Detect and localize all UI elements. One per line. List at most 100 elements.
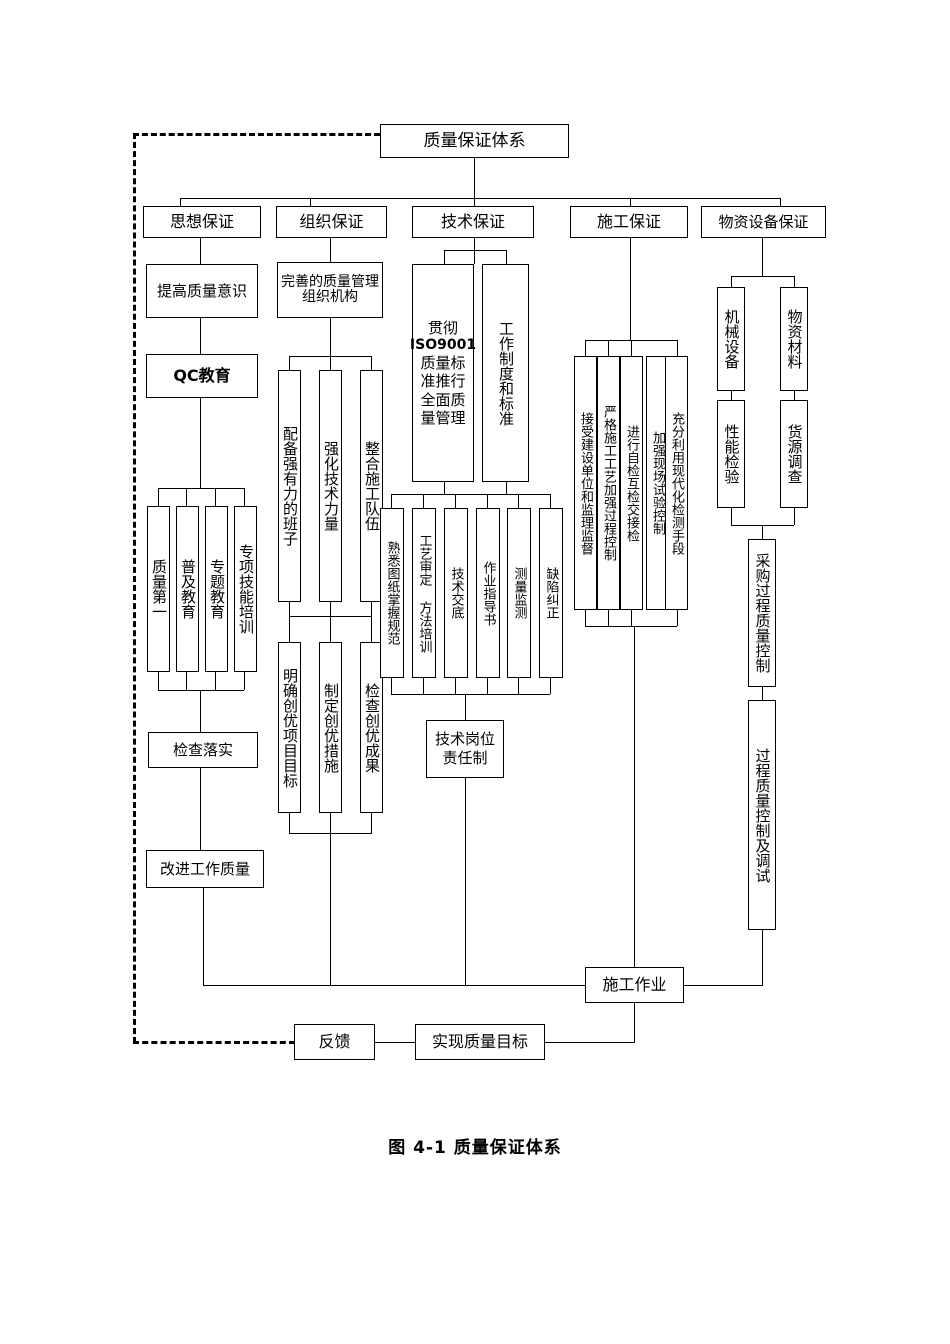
connector [391,694,550,695]
node-con-item-1[interactable]: 接受建设单位和监理监督 [574,356,597,610]
connector [371,813,372,833]
node-edu-item-3-label: 专题教育 [208,559,226,619]
node-check-implementation[interactable]: 检查落实 [148,732,258,768]
node-con-item-2[interactable]: 严格施工工艺加强过程控制 [597,356,620,610]
connector [203,888,204,985]
feedback-dashed-path [133,1041,295,1044]
connector [634,626,635,971]
node-improve-work-quality[interactable]: 改进工作质量 [146,850,264,888]
connector [158,488,244,489]
node-excellence-measure[interactable]: 制定创优措施 [319,642,342,813]
figure-caption: 图 4-1 质量保证体系 [388,1138,562,1158]
node-edu-item-2[interactable]: 普及教育 [176,506,199,672]
node-edu-item-4[interactable]: 专项技能培训 [234,506,257,672]
connector [631,340,632,356]
node-performance-test[interactable]: 性能检验 [717,400,745,508]
node-excellence-result[interactable]: 检查创优成果 [360,642,383,813]
connector [762,930,763,985]
connector [186,488,187,506]
node-excellence-measure-label: 制定创优措施 [322,682,340,773]
connector [200,398,201,488]
connector [158,690,244,691]
node-branch-technology[interactable]: 技术保证 [412,206,534,238]
connector [585,340,586,356]
connector [518,494,519,508]
connector [585,626,677,627]
node-org-item-3-label: 整合施工队伍 [363,441,381,531]
node-tech-item-1[interactable]: 熟悉图纸掌握规范 [380,508,404,678]
node-branch-ideology[interactable]: 思想保证 [143,206,261,238]
node-tech-item-5-label: 测量监测 [511,567,527,619]
node-quality-awareness[interactable]: 提高质量意识 [146,264,258,318]
connector [474,158,475,198]
connector [762,525,763,539]
node-con-item-5-label: 充分利用现代化检测手段 [669,411,684,555]
node-tech-item-3[interactable]: 技术交底 [444,508,468,678]
node-purchase-quality-control-label: 采购过程质量控制 [753,553,772,673]
node-machinery-equipment-label: 机械设备 [722,309,741,369]
node-iso-quality-standard[interactable]: 贯彻 ISO9001 质量标准推行全面质量管理 [410,264,476,482]
connector [794,508,795,525]
connector [289,813,290,833]
connector [794,391,795,400]
node-tech-item-2-label: 工艺审定 方法培训 [416,533,432,653]
connector [330,602,331,616]
connector [762,238,763,276]
connector [455,494,456,508]
connector [244,488,245,506]
connector [506,482,507,494]
node-tech-post-responsibility[interactable]: 技术岗位责任制 [426,720,504,778]
node-org-item-1[interactable]: 配备强有力的班子 [278,370,301,602]
node-work-standards-label: 工作制度和标准 [497,320,515,426]
node-tech-item-4[interactable]: 作业指导书 [476,508,500,678]
connector [200,768,201,850]
connector [474,198,475,207]
node-con-item-4-label: 加强现场试验控制 [650,431,665,535]
node-work-standards[interactable]: 工作制度和标准 [482,264,529,482]
node-process-quality-control-label: 过程质量控制及调试 [753,747,772,883]
connector [545,1042,635,1043]
node-con-item-3-label: 进行自检互检交接检 [624,424,639,542]
connector [244,672,245,690]
node-process-quality-control[interactable]: 过程质量控制及调试 [748,700,776,930]
node-tech-item-6-label: 缺陷纠正 [543,567,559,619]
node-org-item-1-label: 配备强有力的班子 [281,426,299,546]
node-achieve-quality-goal[interactable]: 实现质量目标 [415,1024,545,1060]
node-material-supplies[interactable]: 物资材料 [780,287,808,391]
node-org-structure[interactable]: 完善的质量管理组织机构 [277,262,383,318]
node-edu-item-2-label: 普及教育 [179,559,197,619]
connector [310,198,311,207]
node-branch-construction[interactable]: 施工保证 [570,206,688,238]
connector [550,678,551,694]
node-machinery-equipment[interactable]: 机械设备 [717,287,745,391]
node-excellence-goal[interactable]: 明确创优项目目标 [278,642,301,813]
connector [487,678,488,694]
connector [330,318,331,356]
node-org-item-3[interactable]: 整合施工队伍 [360,370,383,602]
node-qc-education[interactable]: QC教育 [146,354,258,398]
node-tech-item-2[interactable]: 工艺审定 方法培训 [412,508,436,678]
node-tech-item-6[interactable]: 缺陷纠正 [539,508,563,678]
node-purchase-quality-control[interactable]: 采购过程质量控制 [748,539,776,687]
node-branch-materials[interactable]: 物资设备保证 [701,206,826,238]
node-con-item-3[interactable]: 进行自检互检交接检 [620,356,643,610]
connector [371,602,372,616]
node-construction-operation[interactable]: 施工作业 [585,967,684,1003]
node-con-item-5[interactable]: 充分利用现代化检测手段 [665,356,688,610]
connector [391,494,392,508]
connector [200,318,201,354]
connector [203,985,585,986]
node-branch-organization[interactable]: 组织保证 [276,206,387,238]
node-supply-survey[interactable]: 货源调查 [780,400,808,508]
node-edu-item-3[interactable]: 专题教育 [205,506,228,672]
node-root[interactable]: 质量保证体系 [380,124,569,158]
connector [684,985,763,986]
node-con-item-1-label: 接受建设单位和监理监督 [578,411,593,555]
node-tech-item-5[interactable]: 测量监测 [507,508,531,678]
node-feedback[interactable]: 反馈 [294,1024,375,1060]
node-org-item-2[interactable]: 强化技术力量 [319,370,342,602]
connector [200,238,201,264]
node-edu-item-1[interactable]: 质量第一 [147,506,170,672]
connector [455,678,456,694]
